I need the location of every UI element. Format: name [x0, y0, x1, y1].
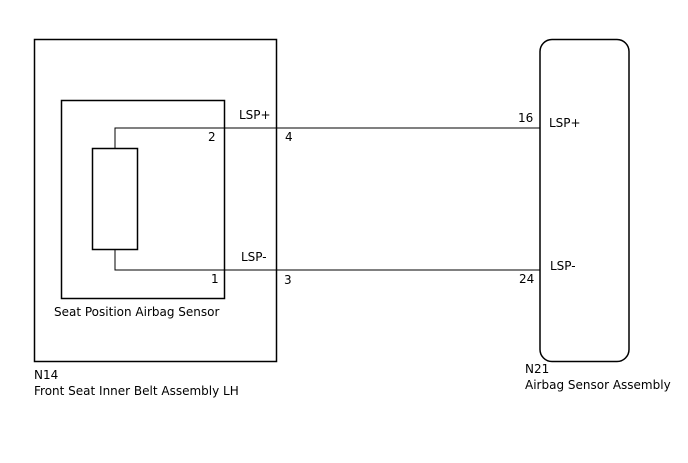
seat-position-airbag-sensor-box	[60, 99, 226, 300]
sensor-element	[91, 147, 139, 251]
outer-pin-top: 4	[285, 130, 293, 144]
inner-component-name: Seat Position Airbag Sensor	[54, 305, 219, 319]
wire-lsp-plus	[114, 127, 540, 148]
right-assembly-name: Airbag Sensor Assembly	[525, 378, 671, 392]
wire-label-bottom: LSP-	[241, 250, 267, 264]
inner-pin-bottom: 1	[211, 272, 219, 286]
wire-lsp-minus	[114, 250, 540, 271]
airbag-sensor-assembly-box	[539, 38, 630, 363]
left-assembly-code: N14	[34, 368, 58, 382]
front-seat-inner-belt-assembly-box	[33, 38, 278, 363]
wire-label-top: LSP+	[239, 108, 271, 122]
right-signal-top: LSP+	[549, 116, 581, 130]
right-pin-top: 16	[518, 111, 533, 125]
right-pin-bottom: 24	[519, 272, 534, 286]
right-signal-bottom: LSP-	[550, 259, 576, 273]
left-assembly-name: Front Seat Inner Belt Assembly LH	[34, 384, 239, 398]
outer-pin-bottom: 3	[284, 273, 292, 287]
inner-pin-top: 2	[208, 130, 216, 144]
right-assembly-code: N21	[525, 362, 549, 376]
